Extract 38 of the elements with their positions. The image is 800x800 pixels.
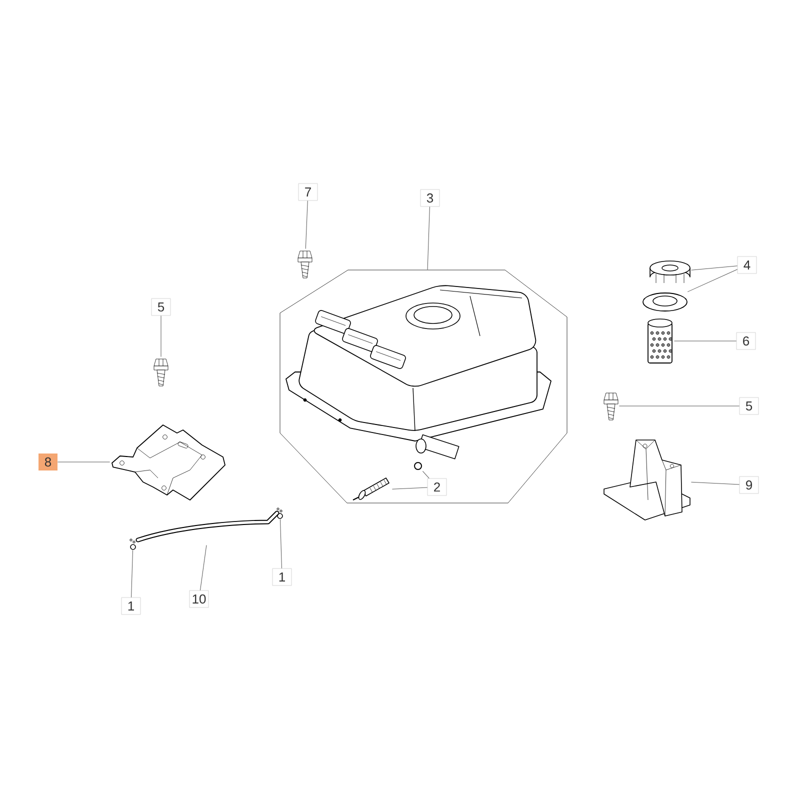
fuel-tank-drawing [280,270,568,504]
fuel-strainer-drawing [648,318,672,364]
callout-number: 2 [427,478,447,496]
leader-line [687,269,738,292]
stud-bolt-drawing [352,478,390,501]
callout-number: 5 [739,397,759,415]
hose-clamp-drawing [130,538,136,550]
leader-line [131,550,134,598]
callout-number: 1 [272,568,292,586]
callout-number: 5 [151,298,171,316]
bolt-drawing [604,392,618,420]
tank-bracket-drawing [604,440,690,520]
leader-line [690,482,740,485]
fuel-cap-drawing [650,260,690,284]
leader-line [422,470,430,479]
cap-gasket-drawing [642,292,688,312]
bolt-drawing [298,250,312,278]
callout-number: 10 [189,590,209,608]
leader-line [674,340,737,342]
leader-line [280,518,282,569]
callout-number: 4 [737,256,757,274]
hose-clamp-drawing [276,508,283,519]
leader-line [392,487,428,490]
o-ring-drawing [414,462,422,470]
leader-line [160,315,162,358]
fuel-hose-drawing [136,510,280,542]
mounting-plate-drawing [112,424,226,500]
callout-number: 6 [736,332,756,350]
callout-number: 7 [298,183,318,201]
callout-number: 3 [420,189,440,207]
bolt-drawing [154,358,168,386]
callout-number: 9 [739,476,759,494]
callout-number: 8 [38,454,58,470]
callout-number: 1 [121,597,141,615]
leader-line [690,266,738,270]
leader-line [200,544,207,591]
leader-line [305,200,308,250]
leader-line [427,206,430,270]
